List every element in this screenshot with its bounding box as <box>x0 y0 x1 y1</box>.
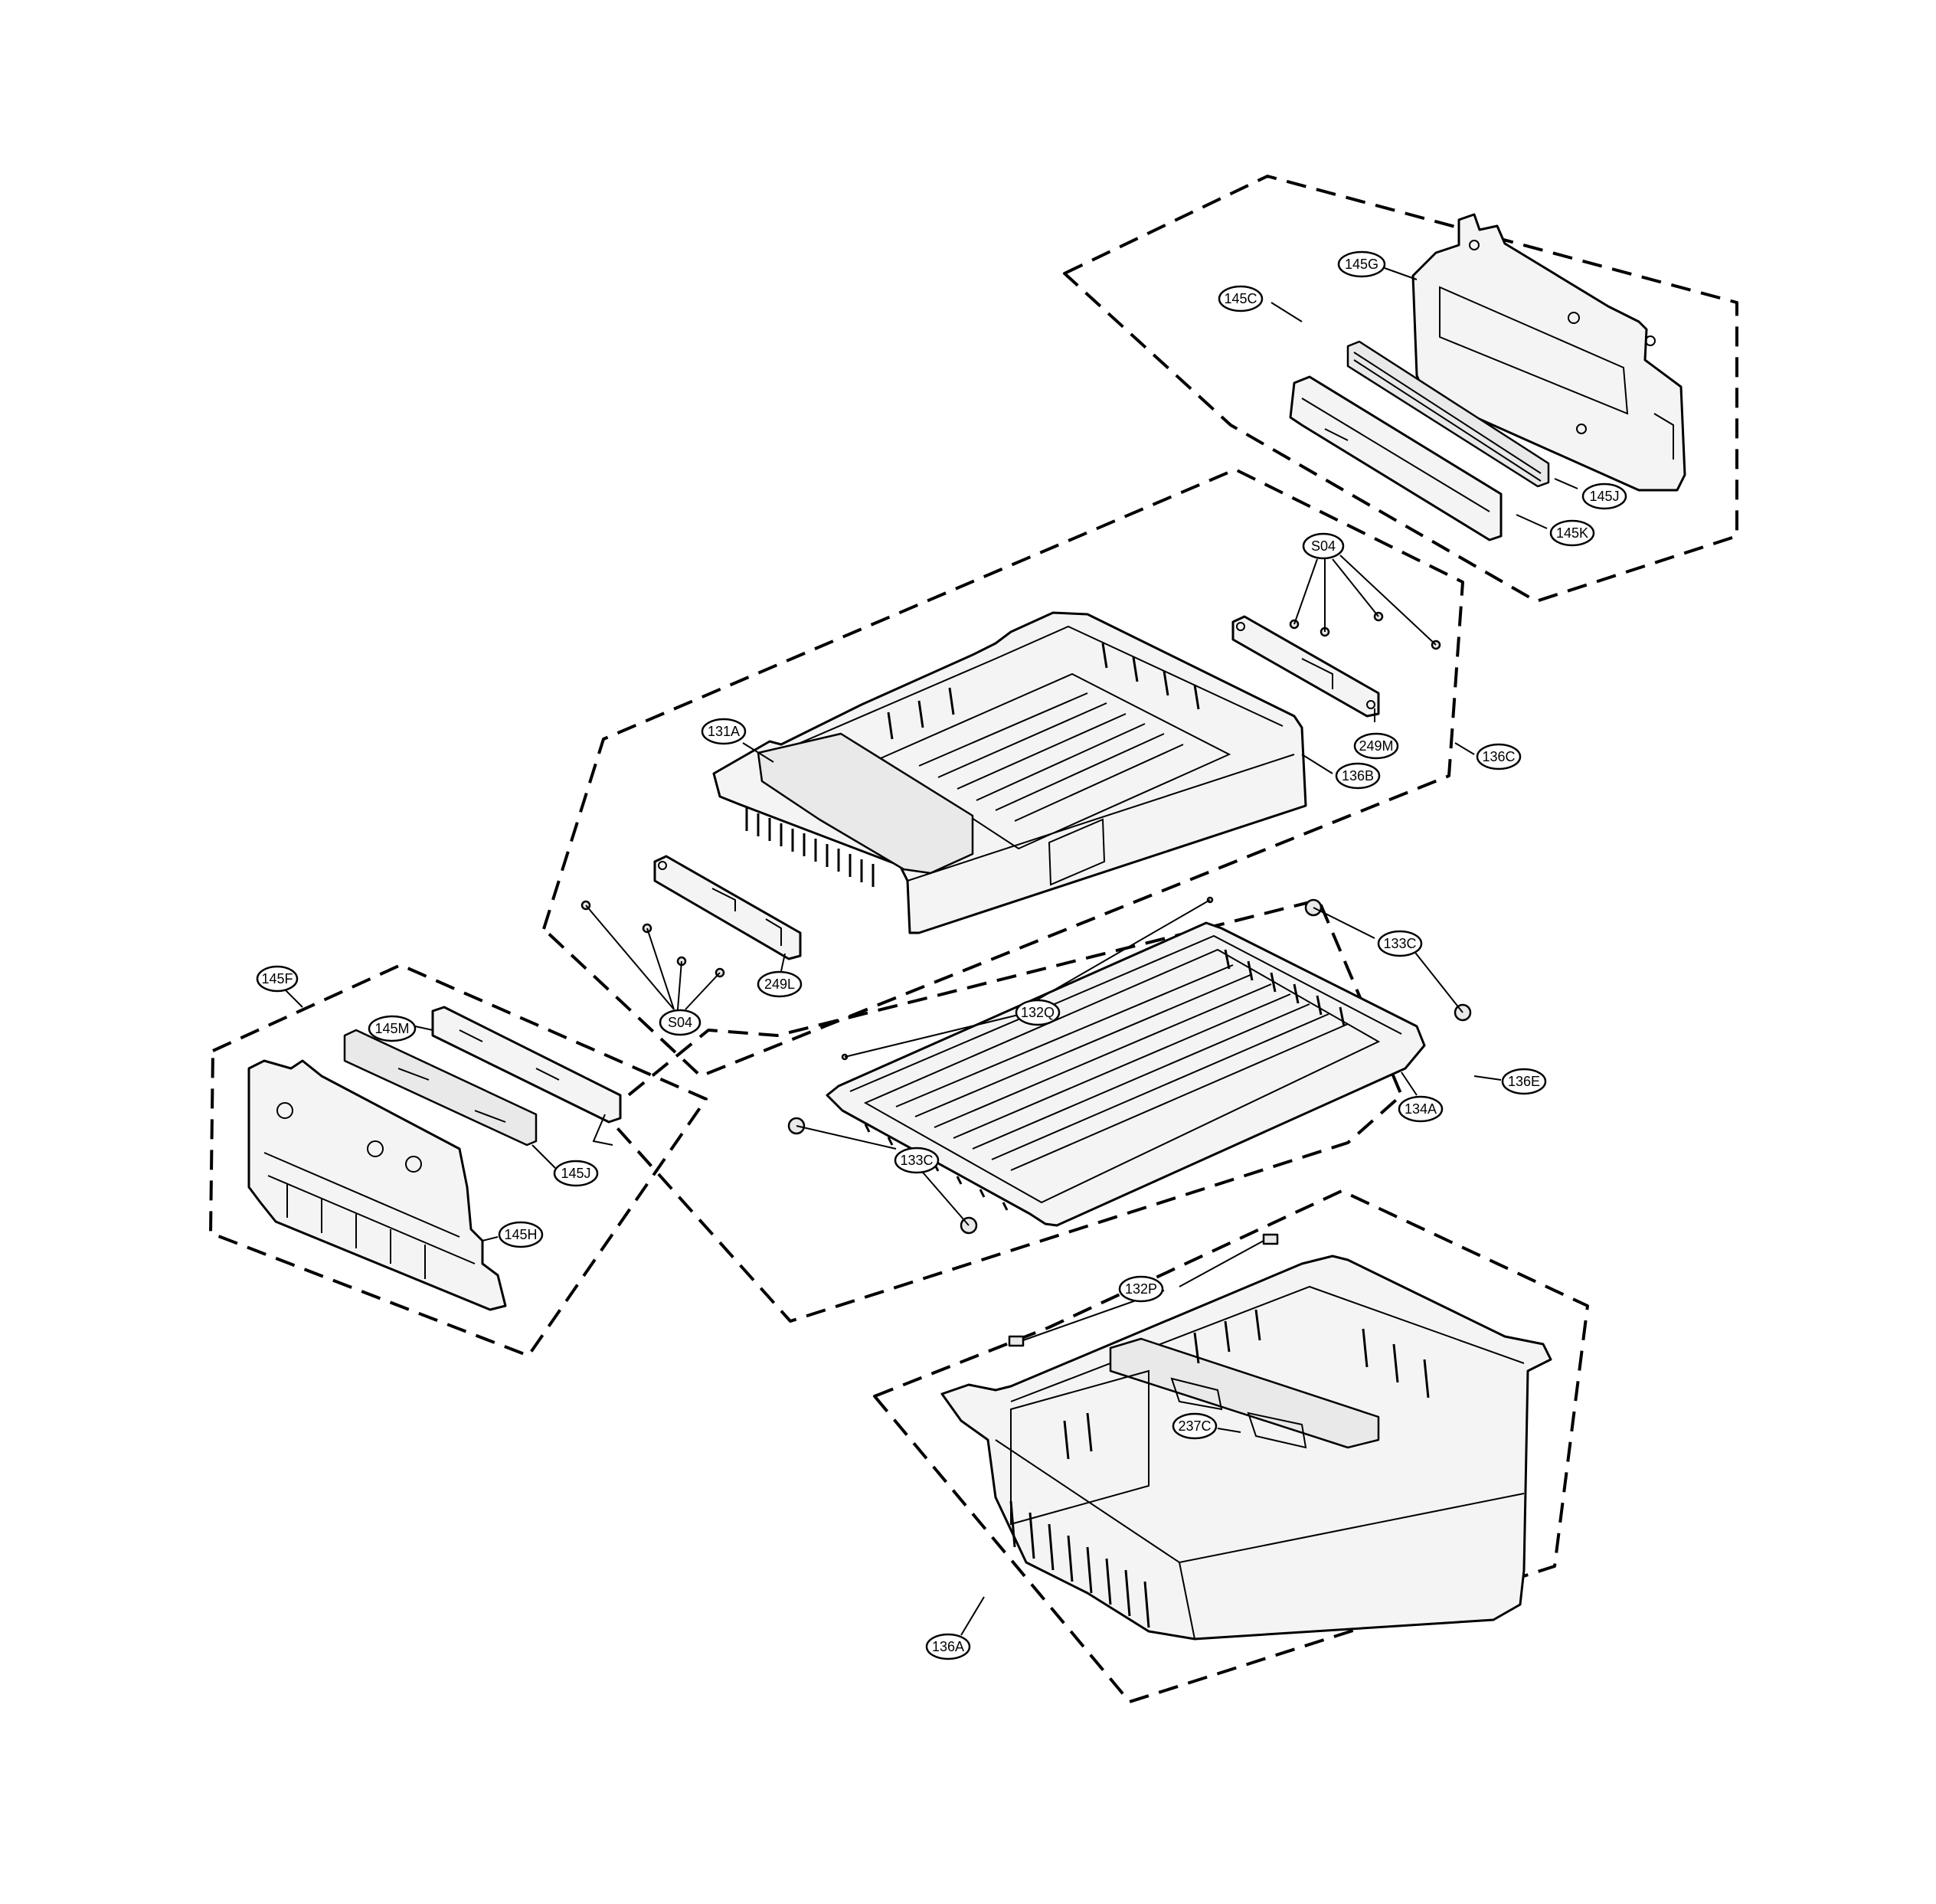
svg-text:131A: 131A <box>708 724 740 739</box>
svg-text:145M: 145M <box>374 1021 409 1036</box>
group-boundary-145F <box>209 963 708 1357</box>
callout-237C: 237C <box>1172 1412 1218 1440</box>
callout-136A: 136A <box>925 1633 971 1660</box>
callout-S04-top: S04 <box>1302 532 1345 560</box>
slide-rail-145J-right <box>1346 340 1550 488</box>
rail-249M <box>1231 615 1380 718</box>
svg-text:136A: 136A <box>932 1639 964 1654</box>
callout-145J-left: 145J <box>553 1160 599 1187</box>
svg-text:S04: S04 <box>1311 538 1336 554</box>
callout-136B: 136B <box>1335 762 1381 790</box>
callout-145H: 145H <box>498 1221 544 1248</box>
bracket-145H <box>247 1059 507 1311</box>
callout-145K: 145K <box>1549 519 1595 547</box>
svg-text:145C: 145C <box>1224 291 1257 306</box>
screws-S04-bottom <box>580 900 725 978</box>
rail-cover-145M <box>431 1006 622 1146</box>
callout-134A: 134A <box>1398 1095 1444 1123</box>
svg-text:134A: 134A <box>1405 1101 1437 1117</box>
group-boundary-136C <box>542 468 1464 1078</box>
drawer-136B-ribs <box>918 692 1184 822</box>
basket-136A <box>940 1255 1552 1641</box>
svg-text:145J: 145J <box>561 1166 590 1181</box>
shelf-134A-front-slots <box>864 949 1346 1211</box>
callout-133C-top: 133C <box>1377 930 1423 957</box>
svg-text:132Q: 132Q <box>1021 1005 1055 1020</box>
svg-text:136B: 136B <box>1342 768 1374 784</box>
callout-145J-top: 145J <box>1581 483 1627 510</box>
bracket-145G <box>1411 213 1686 492</box>
svg-text:136E: 136E <box>1508 1074 1540 1089</box>
rail-249L <box>653 855 802 960</box>
callout-133C-bottom: 133C <box>894 1147 940 1174</box>
slide-rail-145J-left <box>343 1029 538 1147</box>
callout-249M: 249M <box>1353 732 1399 760</box>
svg-text:145K: 145K <box>1556 525 1588 541</box>
screws-S04-top <box>1289 611 1441 650</box>
callout-145C: 145C <box>1218 285 1264 312</box>
rail-cover-145K <box>1289 375 1503 541</box>
callout-S04-bottom: S04 <box>659 1009 701 1036</box>
callout-145F: 145F <box>256 965 299 993</box>
shelf-134A-ribs <box>895 964 1349 1171</box>
shelf-134A <box>826 921 1426 1227</box>
callout-136E: 136E <box>1501 1068 1547 1095</box>
leader-lines <box>283 267 1578 1636</box>
svg-text:145H: 145H <box>504 1227 537 1242</box>
group-boundary-136A <box>873 1189 1589 1703</box>
svg-text:136C: 136C <box>1482 749 1515 764</box>
svg-text:132P: 132P <box>1125 1281 1157 1297</box>
callout-132Q: 132Q <box>1015 999 1061 1026</box>
svg-text:145F: 145F <box>261 971 293 986</box>
callout-145M: 145M <box>368 1015 417 1042</box>
svg-text:S04: S04 <box>668 1015 692 1030</box>
svg-text:145J: 145J <box>1589 489 1619 504</box>
svg-text:237C: 237C <box>1178 1418 1211 1434</box>
svg-text:249L: 249L <box>764 977 795 992</box>
callout-136C: 136C <box>1476 743 1522 770</box>
drawer-136B <box>712 611 1307 934</box>
callout-145G: 145G <box>1337 250 1386 278</box>
svg-text:133C: 133C <box>900 1153 933 1168</box>
callout-132P: 132P <box>1118 1275 1164 1303</box>
callout-249L: 249L <box>757 970 803 998</box>
group-boundary-145C <box>1063 175 1738 603</box>
svg-text:145G: 145G <box>1345 257 1378 272</box>
svg-text:249M: 249M <box>1359 738 1393 754</box>
basket-136A-slots <box>1009 1309 1430 1628</box>
callout-131A: 131A <box>701 718 747 745</box>
svg-text:133C: 133C <box>1383 936 1416 951</box>
clip-132P <box>1008 1233 1279 1347</box>
drawer-136B-slots <box>745 643 1200 887</box>
